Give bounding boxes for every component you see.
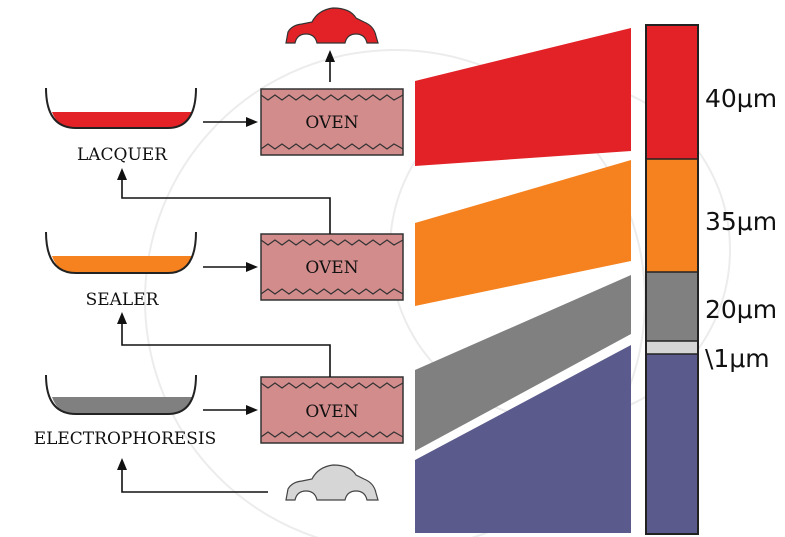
- tank-label-lacquer: LACQUER: [77, 145, 168, 165]
- feed-line-car-to-electrophoresis: [121, 470, 268, 493]
- return-arrowhead-lacquer: [117, 168, 127, 180]
- oven-label-electrophoresis: OVEN: [305, 402, 358, 422]
- tank-sealer: SEALER: [45, 231, 197, 310]
- thickness-labels: 40μm 35μm 20μm \1μm: [705, 84, 777, 373]
- oven-electrophoresis: OVEN: [260, 376, 404, 444]
- oven-label-sealer: OVEN: [305, 258, 358, 278]
- oven-label-lacquer: OVEN: [305, 113, 358, 133]
- arrowhead-sealer: [246, 262, 258, 272]
- layer-electrophoresis: [646, 272, 698, 341]
- thickness-label-electrophoresis: 20μm: [705, 295, 777, 324]
- oven-lacquer: OVEN: [260, 88, 404, 156]
- tank-outline-lacquer: [45, 87, 197, 129]
- oven-heater-top-lacquer: [260, 94, 404, 101]
- band-sealer: [415, 160, 631, 306]
- band-lacquer: [415, 28, 631, 166]
- arrowhead-finished-car: [325, 50, 335, 62]
- arrowhead-lacquer: [246, 117, 258, 127]
- layer-substrate: [646, 354, 698, 534]
- arrowhead-electrophoresis: [246, 405, 258, 415]
- band-substrate: [415, 345, 631, 533]
- return-line-sealer-to-lacquer: [121, 180, 331, 234]
- return-arrowhead-sealer: [117, 312, 127, 324]
- oven-heater-bottom-sealer: [260, 288, 404, 295]
- tank-outline-sealer: [45, 231, 197, 274]
- tank-outline-electrophoresis: [45, 374, 197, 415]
- layer-stack: [645, 24, 699, 535]
- layer-stack-outline: [645, 24, 699, 535]
- oven-sealer: OVEN: [260, 233, 404, 301]
- thickness-label-phosphate: \1μm: [705, 344, 770, 373]
- oven-heater-top-electrophoresis: [260, 382, 404, 389]
- oven-heater-top-sealer: [260, 239, 404, 246]
- feed-arrowhead-electrophoresis: [117, 458, 127, 470]
- thickness-label-lacquer: 40μm: [705, 84, 777, 113]
- car-finished-icon: [285, 7, 379, 44]
- oven-heater-bottom-lacquer: [260, 143, 404, 150]
- band-electrophoresis: [415, 275, 631, 451]
- tank-label-electrophoresis: ELECTROPHORESIS: [34, 429, 217, 449]
- tank-fill-electrophoresis: [52, 397, 192, 414]
- tank-fill-lacquer: [52, 112, 192, 128]
- layer-sealer: [646, 159, 698, 272]
- tank-lacquer: LACQUER: [45, 87, 197, 165]
- flow-arrows: [117, 50, 335, 493]
- tank-label-sealer: SEALER: [86, 290, 160, 310]
- layer-phosphate: [646, 341, 698, 354]
- tank-electrophoresis: ELECTROPHORESIS: [34, 374, 217, 449]
- thickness-label-sealer: 35μm: [705, 207, 777, 236]
- layer-projection-bands: [415, 28, 631, 533]
- oven-heater-bottom-electrophoresis: [260, 431, 404, 438]
- return-line-electrophoresis-to-sealer: [121, 324, 331, 377]
- tank-fill-sealer: [52, 256, 192, 273]
- car-raw-icon: [285, 464, 379, 501]
- layer-lacquer: [646, 25, 698, 159]
